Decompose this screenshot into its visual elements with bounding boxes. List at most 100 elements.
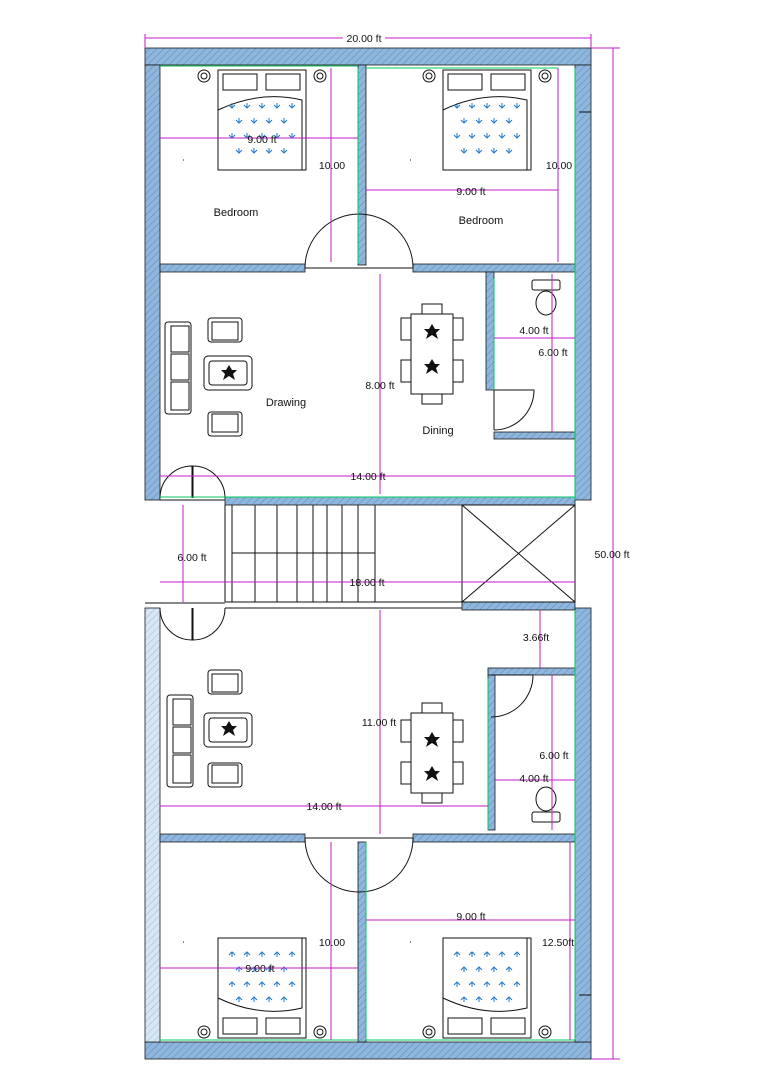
door-toilet-top xyxy=(493,389,535,431)
hall-depth: 11.00 ft xyxy=(362,717,396,729)
door-bedroom-bottom xyxy=(304,837,414,893)
toilet-top-bottom-wall xyxy=(493,431,576,440)
left-wall-lower xyxy=(144,607,161,1043)
wall-bedroom-right xyxy=(412,263,576,273)
toilet-top-wall xyxy=(485,271,495,391)
bed-pattern-mark xyxy=(265,996,273,1002)
bedroom-br-width: 9.00 ft xyxy=(456,911,485,923)
bed-bottom-right xyxy=(422,937,552,1039)
bed-pattern-mark xyxy=(505,966,513,972)
bed-pattern-mark xyxy=(258,951,266,957)
sofa-set-bottom xyxy=(166,669,253,788)
bed-pattern-mark xyxy=(513,981,521,987)
bed-pattern-mark xyxy=(475,996,483,1002)
right-wall-lower xyxy=(574,607,592,1043)
bed-pattern-mark xyxy=(460,118,468,124)
bedroom-br-depth: 12.50ft xyxy=(542,937,574,949)
bed-pattern-mark xyxy=(513,133,521,139)
stair-lobby-depth: 6.00 ft xyxy=(177,552,206,564)
bed-pattern-mark xyxy=(288,981,296,987)
staircase xyxy=(145,505,462,609)
bed-pattern-mark xyxy=(490,966,498,972)
bed-pattern-mark xyxy=(513,103,521,109)
bed-pattern-mark xyxy=(490,118,498,124)
partition-top-bedrooms xyxy=(357,64,367,266)
door-bedroom-top xyxy=(304,213,414,269)
bedroom-tl-width: 9.00 ft xyxy=(247,134,276,146)
bed-pattern-mark xyxy=(483,103,491,109)
bed-pattern-mark xyxy=(505,996,513,1002)
bedroom-tr-name: Bedroom xyxy=(459,215,504,227)
dining-name: Dining xyxy=(422,425,453,437)
labels: 20.00 ft 50.00 ft 9.00 ft 10.00 Bedroom … xyxy=(177,31,630,975)
toilet-top-depth: 6.00 ft xyxy=(538,347,567,359)
dimension-lines xyxy=(144,34,620,1060)
bed-pattern-mark xyxy=(235,996,243,1002)
toilet-bottom xyxy=(531,786,561,823)
doors xyxy=(159,213,535,893)
bed-pattern-mark xyxy=(513,951,521,957)
bed-pattern-mark xyxy=(258,981,266,987)
bed-pattern-mark xyxy=(265,148,273,154)
bed-pattern-mark xyxy=(490,996,498,1002)
bed-pattern-mark xyxy=(498,981,506,987)
toilet-bottom-width: 4.00 ft xyxy=(519,773,548,785)
toilet-top xyxy=(531,279,561,316)
bed-pattern-mark xyxy=(250,996,258,1002)
stair-lobby-width: 18.00 ft xyxy=(349,577,384,589)
bed-pattern-mark xyxy=(460,148,468,154)
bed-pattern xyxy=(228,103,521,1002)
bed-pattern-mark xyxy=(468,951,476,957)
bed-pattern-mark xyxy=(243,951,251,957)
bedroom-tr-depth: 10.00 xyxy=(546,160,572,172)
bed-pattern-mark xyxy=(280,996,288,1002)
wall-bottom-bedroom-right xyxy=(412,833,576,843)
bed-pattern-mark xyxy=(475,966,483,972)
open-shaft xyxy=(461,504,576,603)
bedroom-bl-width: 9.00 ft xyxy=(245,963,274,975)
bed-pattern-mark xyxy=(483,951,491,957)
bed-pattern-mark xyxy=(468,103,476,109)
bed-pattern-mark xyxy=(288,951,296,957)
bed-pattern-mark xyxy=(250,148,258,154)
bed-pattern-mark xyxy=(280,118,288,124)
markers xyxy=(183,111,591,996)
overall-width-label: 20.00 ft xyxy=(346,33,381,45)
door-entrance-bottom xyxy=(159,607,193,641)
door-toilet-bottom xyxy=(490,674,534,718)
bed-pattern-mark xyxy=(288,103,296,109)
bed-top-left xyxy=(197,69,327,171)
toilet-top-width: 4.00 ft xyxy=(519,325,548,337)
top-wall xyxy=(144,47,592,66)
bed-pattern-mark xyxy=(250,118,258,124)
bed-pattern-mark xyxy=(468,981,476,987)
bottom-wall xyxy=(144,1041,592,1060)
bed-pattern-mark xyxy=(228,981,236,987)
bed-pattern-mark xyxy=(453,133,461,139)
bed-pattern-mark xyxy=(483,133,491,139)
toilet-bottom-top-wall xyxy=(487,667,576,676)
toilet-bottom-left-wall xyxy=(487,674,496,831)
bedroom-tl-name: Bedroom xyxy=(214,207,259,219)
right-wall-upper xyxy=(574,64,592,501)
bed-pattern-mark xyxy=(505,148,513,154)
bed-pattern-mark xyxy=(505,118,513,124)
bed-pattern-mark xyxy=(265,118,273,124)
door-entrance-top xyxy=(159,465,193,499)
bed-pattern-mark xyxy=(475,148,483,154)
overall-length-label: 50.00 ft xyxy=(594,549,629,561)
drawing-name: Drawing xyxy=(266,397,306,409)
toilet-bottom-depth: 6.00 ft xyxy=(539,750,568,762)
hall-width: 14.00 ft xyxy=(306,801,341,813)
wall-bottom-bedroom-left xyxy=(159,833,306,843)
hall-door-offset: 3.66ft xyxy=(523,632,549,644)
bed-pattern-mark xyxy=(273,951,281,957)
bed-pattern-mark xyxy=(228,103,236,109)
bed-pattern-mark xyxy=(235,148,243,154)
bed-pattern-mark xyxy=(460,966,468,972)
bed-pattern-mark xyxy=(468,133,476,139)
bed-pattern-mark xyxy=(498,133,506,139)
bed-pattern-mark xyxy=(475,118,483,124)
dining-table-bottom xyxy=(400,702,464,804)
